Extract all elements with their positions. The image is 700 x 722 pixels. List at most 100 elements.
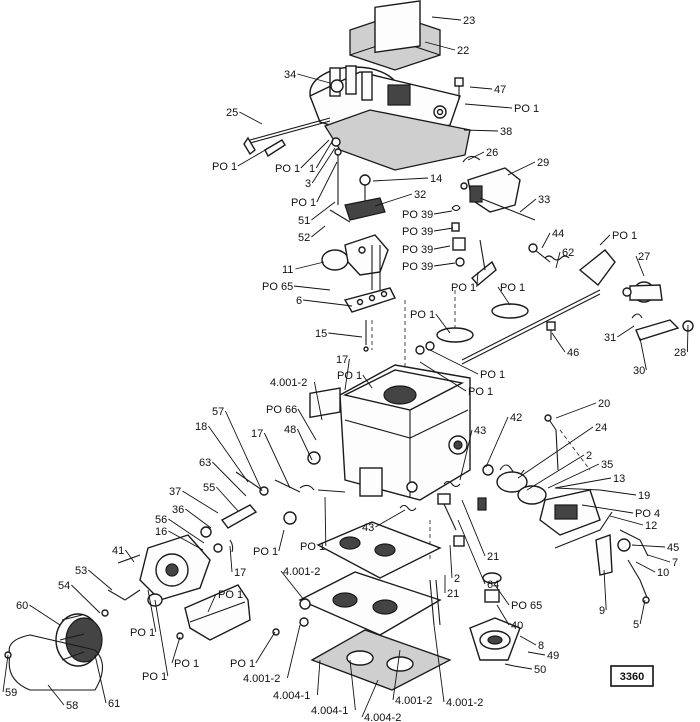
leader-cpo66 xyxy=(297,408,317,441)
leader-c57 xyxy=(224,410,263,492)
callout-c44: 44 xyxy=(552,228,564,240)
leader-c16 xyxy=(168,530,204,551)
part-44-62-spring xyxy=(528,243,570,263)
leader-c13 xyxy=(554,477,612,489)
callout-c12: 12 xyxy=(645,520,657,532)
callout-c29: 29 xyxy=(537,157,549,169)
reference-number: 3360 xyxy=(620,671,644,683)
leader-c44 xyxy=(541,232,551,249)
leader-c26 xyxy=(467,151,485,161)
leader-c14 xyxy=(372,177,429,182)
leader-cpo1k xyxy=(419,361,467,392)
callout-cpo1g: PO 1 xyxy=(500,282,525,294)
leader-c25 xyxy=(239,111,263,125)
leader-c21a xyxy=(461,499,486,557)
leader-c24 xyxy=(517,426,594,479)
leader-c50 xyxy=(513,665,533,670)
callout-c59: 59 xyxy=(5,687,17,699)
callout-c10: 10 xyxy=(657,567,669,579)
part-1-3-small-parts xyxy=(331,137,342,205)
callout-c36: 36 xyxy=(172,504,184,516)
callout-c24: 24 xyxy=(595,422,607,434)
callout-c4001a: 4.001-2 xyxy=(270,377,307,389)
callout-c35: 35 xyxy=(601,459,613,471)
callout-cpo1f: PO 1 xyxy=(451,282,476,294)
leader-cpo1j xyxy=(429,349,479,375)
callout-cpo1p: PO 1 xyxy=(174,658,199,670)
part-15-pin xyxy=(363,320,369,352)
leader-c20 xyxy=(555,402,597,419)
leader-cpo65b xyxy=(494,584,510,606)
leader-cpo1f xyxy=(476,271,479,288)
leader-c7 xyxy=(647,554,671,563)
part-29-housing xyxy=(460,155,536,221)
callout-c1: 1 xyxy=(309,163,315,175)
part-27-lever xyxy=(578,249,663,303)
callout-c63: 63 xyxy=(199,457,211,469)
leader-c55 xyxy=(216,486,239,512)
callout-c2a: 2 xyxy=(586,450,592,462)
leader-cpo1a xyxy=(464,103,513,109)
callout-c23: 23 xyxy=(463,15,475,27)
callout-c20: 20 xyxy=(598,398,610,410)
callout-c51: 51 xyxy=(298,215,310,227)
assembly-lines xyxy=(371,290,591,560)
callout-c17b: 17 xyxy=(251,428,263,440)
leader-cpo1o xyxy=(147,589,157,633)
part-linkage-left xyxy=(200,451,346,553)
leader-c9 xyxy=(603,569,607,611)
callout-cpo1b: PO 1 xyxy=(212,161,237,173)
callout-c4001c: 4.001-2 xyxy=(243,673,280,685)
leader-c11 xyxy=(295,261,325,270)
callout-c43a: 43 xyxy=(474,425,486,437)
leader-c42 xyxy=(485,416,509,468)
leader-c4001a xyxy=(313,381,323,421)
leader-c17a xyxy=(344,358,350,391)
callout-c53: 53 xyxy=(75,565,87,577)
leader-cpo65a xyxy=(293,285,331,291)
callout-c3: 3 xyxy=(305,178,311,190)
callout-cpo1c: PO 1 xyxy=(275,163,300,175)
callout-c42: 42 xyxy=(510,412,522,424)
callout-c22: 22 xyxy=(457,45,469,57)
leader-cpo1m xyxy=(324,496,327,547)
callout-cpo4: PO 4 xyxy=(635,508,660,520)
leader-c34 xyxy=(297,73,331,84)
callout-cpo1j: PO 1 xyxy=(480,369,505,381)
callout-c21b: 21 xyxy=(447,588,459,600)
callout-cpo1o: PO 1 xyxy=(130,627,155,639)
leader-c54 xyxy=(71,584,101,614)
callout-c50: 50 xyxy=(534,664,546,676)
callout-c28: 28 xyxy=(674,347,686,359)
leader-c47 xyxy=(469,86,493,90)
leader-c46 xyxy=(551,332,566,353)
callout-c40: 40 xyxy=(511,620,523,632)
callout-c4004a: 4.004-1 xyxy=(273,690,310,702)
callout-c14: 14 xyxy=(430,173,442,185)
leader-c48 xyxy=(296,428,313,461)
callout-cpo1l: PO 1 xyxy=(253,546,278,558)
leader-c64 xyxy=(457,519,486,585)
part-11-float xyxy=(321,234,389,290)
leader-c58 xyxy=(47,684,65,706)
callout-c4004c: 4.004-2 xyxy=(364,712,401,722)
leader-c2a xyxy=(526,454,585,491)
callout-c30: 30 xyxy=(633,365,645,377)
callout-c31: 31 xyxy=(604,332,616,344)
leader-cpo1c xyxy=(300,139,330,169)
callout-c7: 7 xyxy=(672,557,678,569)
callout-cpo39d: PO 39 xyxy=(402,261,433,273)
callout-cpo39b: PO 39 xyxy=(402,226,433,238)
part-linkage-right xyxy=(554,511,650,604)
callout-c2b: 2 xyxy=(454,573,460,585)
callout-cpo1h: PO 1 xyxy=(410,309,435,321)
callout-c43b: 43 xyxy=(362,522,374,534)
leader-cpo1p xyxy=(171,636,181,664)
leader-c4001e xyxy=(433,624,445,703)
callout-c8: 8 xyxy=(538,640,544,652)
leader-c4004c xyxy=(361,679,379,718)
leader-c61 xyxy=(94,654,107,704)
leader-c62 xyxy=(555,251,561,269)
